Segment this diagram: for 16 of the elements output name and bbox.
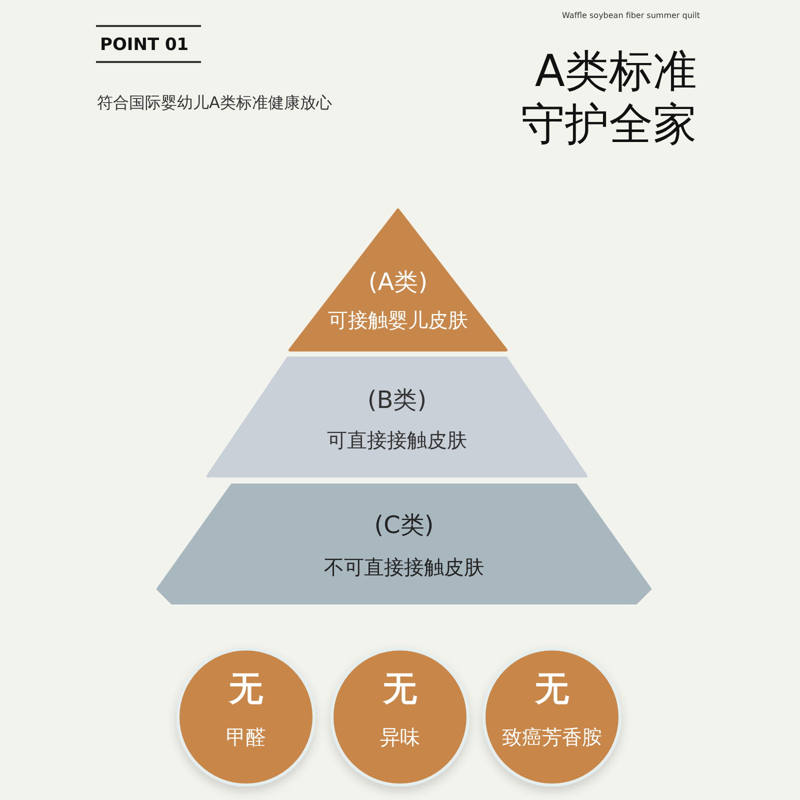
description-text: 符合国际婴幼儿A类标准健康放心 [97,92,333,114]
badge-text: 异味 [379,725,421,749]
badge-text: 甲醛 [225,725,267,749]
tier-description: 不可直接接触皮肤 [323,555,485,579]
subtitle-text: Waffle soybean fiber summer quilt [561,10,700,22]
tier-label: (C类) [373,511,435,540]
tier-description: 可直接接触皮肤 [326,428,468,452]
tier-label: (A类) [367,268,429,297]
badge-text: 致癌芳香胺 [501,725,603,749]
badge-heading: 无 [534,669,570,710]
heading-text: POINT 01 [100,34,190,57]
tier-description: 可接触婴儿皮肤 [327,308,469,332]
tier-label: (B类) [366,386,428,415]
badge-heading: 无 [228,669,264,710]
title-text: A类标准守护全家 [520,46,697,152]
badge-heading: 无 [382,669,418,710]
